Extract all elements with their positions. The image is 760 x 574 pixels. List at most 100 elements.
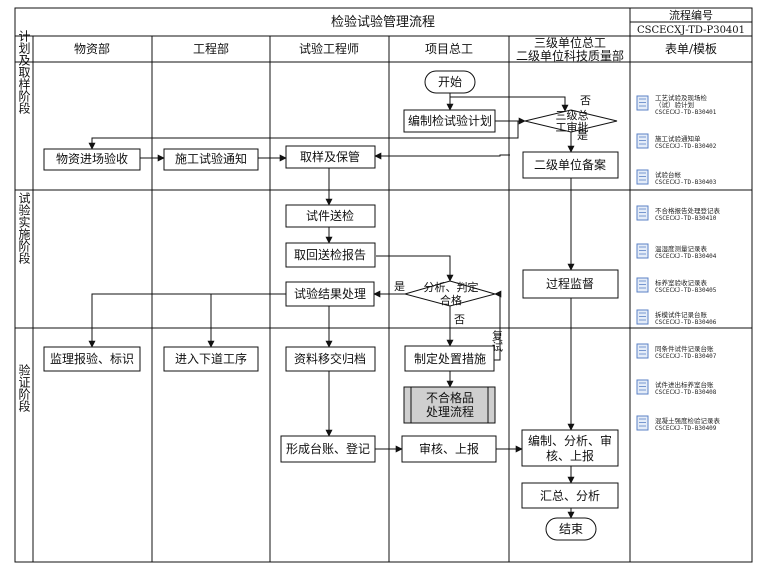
edge-retest bbox=[490, 290, 502, 361]
code-label: 流程编号 bbox=[669, 8, 713, 22]
node-supervisor-mark bbox=[43, 346, 141, 372]
document-icon bbox=[636, 243, 649, 259]
label-send-sample: 试件送检 bbox=[306, 208, 354, 223]
form-title: 拆模试件记录台账 bbox=[655, 310, 708, 319]
form-title: 标养室验收记录表 bbox=[655, 278, 708, 287]
edge-approve-to-material bbox=[88, 120, 525, 150]
label-supervisor-mark: 监理报验、标识 bbox=[50, 351, 134, 366]
node-review bbox=[401, 435, 497, 463]
edge-label-yes1: 是 bbox=[577, 129, 588, 142]
label-compile-2: 核、上报 bbox=[546, 448, 594, 463]
edge-label-no2: 否 bbox=[454, 313, 465, 326]
label-summary: 汇总、分析 bbox=[540, 489, 600, 503]
label-end: 结束 bbox=[559, 522, 583, 536]
edge-label-yes2: 是 bbox=[394, 280, 405, 293]
edge-filing-to-sampling bbox=[374, 152, 510, 160]
label-nonconform-2: 处理流程 bbox=[426, 404, 474, 419]
form-title: 同条件试件记录台账 bbox=[655, 344, 714, 353]
node-compile bbox=[521, 429, 619, 467]
node-analyze-decision bbox=[403, 280, 497, 307]
edge-fetch-to-analyze bbox=[376, 255, 454, 282]
phase-label-verify: 验证阶段 bbox=[17, 363, 31, 413]
column-header-engineering: 工程部 bbox=[193, 41, 229, 56]
form-code: CSCECXJ-TD-B30407 bbox=[655, 353, 717, 360]
label-material-accept: 物资进场验收 bbox=[56, 151, 128, 166]
label-sampling: 取样及保管 bbox=[300, 149, 360, 164]
label-filing-secondary: 二级单位备案 bbox=[534, 157, 606, 172]
edge-label-no1: 否 bbox=[580, 94, 591, 107]
label-supervise: 过程监督 bbox=[546, 276, 594, 291]
label-analyze-1: 分析、判定 bbox=[424, 280, 479, 294]
label-fetch-report: 取回送检报告 bbox=[294, 247, 366, 262]
label-result-handle: 试验结果处理 bbox=[294, 286, 366, 301]
phase-label-plan: 计划及取样阶段 bbox=[17, 30, 31, 115]
document-icon bbox=[636, 415, 649, 431]
node-supervise bbox=[522, 269, 619, 299]
document-icon bbox=[636, 379, 649, 395]
node-test-notice bbox=[163, 148, 259, 171]
form-code: CSCECXJ-TD-B30403 bbox=[655, 179, 717, 186]
node-summary bbox=[521, 482, 619, 509]
form-title: 工艺试验及现场检 bbox=[655, 93, 708, 102]
label-next-process: 进入下道工序 bbox=[175, 351, 247, 366]
page-title: 检验试验管理流程 bbox=[331, 14, 435, 30]
edge-labels: 否 是 是 否 复试 bbox=[394, 94, 591, 352]
phase-label-test: 试验实施阶段 bbox=[17, 191, 31, 265]
node-result-handle bbox=[285, 281, 375, 307]
node-send-sample bbox=[285, 204, 376, 228]
document-icon bbox=[636, 309, 649, 325]
form-code: CSCECXJ-TD-B30404 bbox=[655, 253, 717, 260]
form-title: 不合格报告处理登记表 bbox=[655, 206, 721, 215]
code-value: CSCECXJ-TD-P30401 bbox=[637, 25, 745, 36]
form-code: CSCECXJ-TD-B30410 bbox=[655, 215, 717, 222]
form-title: 试件进出标养室台账 bbox=[655, 380, 714, 389]
edge-label-retest: 复试 bbox=[491, 329, 504, 352]
column-header-test-engineer: 试验工程师 bbox=[299, 41, 359, 56]
document-icon bbox=[636, 95, 649, 111]
node-nonconform bbox=[403, 386, 496, 424]
form-title: 温湿度测量记录表 bbox=[655, 244, 708, 253]
node-end bbox=[545, 517, 597, 541]
form-list: 工艺试验及现场检（试）验计划CSCECXJ-TD-B30401施工试验通知单CS… bbox=[636, 93, 721, 432]
node-fetch-report bbox=[285, 242, 376, 268]
node-filing-secondary bbox=[522, 151, 619, 179]
column-header-forms: 表单/模板 bbox=[665, 42, 717, 56]
column-header-tertiary-1: 三级单位总工 bbox=[534, 35, 606, 50]
table-grid bbox=[14, 7, 753, 563]
label-review: 审核、上报 bbox=[419, 441, 479, 456]
form-title: 施工试验通知单 bbox=[655, 134, 701, 143]
label-measures: 制定处置措施 bbox=[414, 351, 486, 366]
document-icon bbox=[636, 169, 649, 185]
form-code: CSCECXJ-TD-B30405 bbox=[655, 287, 717, 294]
form-code: CSCECXJ-TD-B30409 bbox=[655, 425, 717, 432]
node-next-process bbox=[163, 346, 259, 372]
label-test-notice: 施工试验通知 bbox=[175, 151, 247, 166]
form-code: CSCECXJ-TD-B30401 bbox=[655, 109, 717, 116]
node-sampling bbox=[285, 145, 376, 169]
form-code: CSCECXJ-TD-B30402 bbox=[655, 143, 717, 150]
label-ledger: 形成台账、登记 bbox=[286, 441, 370, 456]
node-archive bbox=[285, 346, 376, 372]
label-compile-1: 编制、分析、审 bbox=[528, 433, 612, 448]
connectors bbox=[88, 93, 575, 519]
node-start bbox=[424, 70, 476, 94]
label-approve-2: 工审批 bbox=[556, 120, 589, 134]
document-icon bbox=[636, 343, 649, 359]
form-title: 混凝土强度检验记录表 bbox=[655, 416, 721, 425]
column-header-chief-engineer: 项目总工 bbox=[425, 42, 473, 56]
node-plan-compile bbox=[403, 109, 496, 133]
edge-start-to-approve bbox=[449, 93, 569, 112]
form-title: （试）验计划 bbox=[655, 100, 694, 109]
